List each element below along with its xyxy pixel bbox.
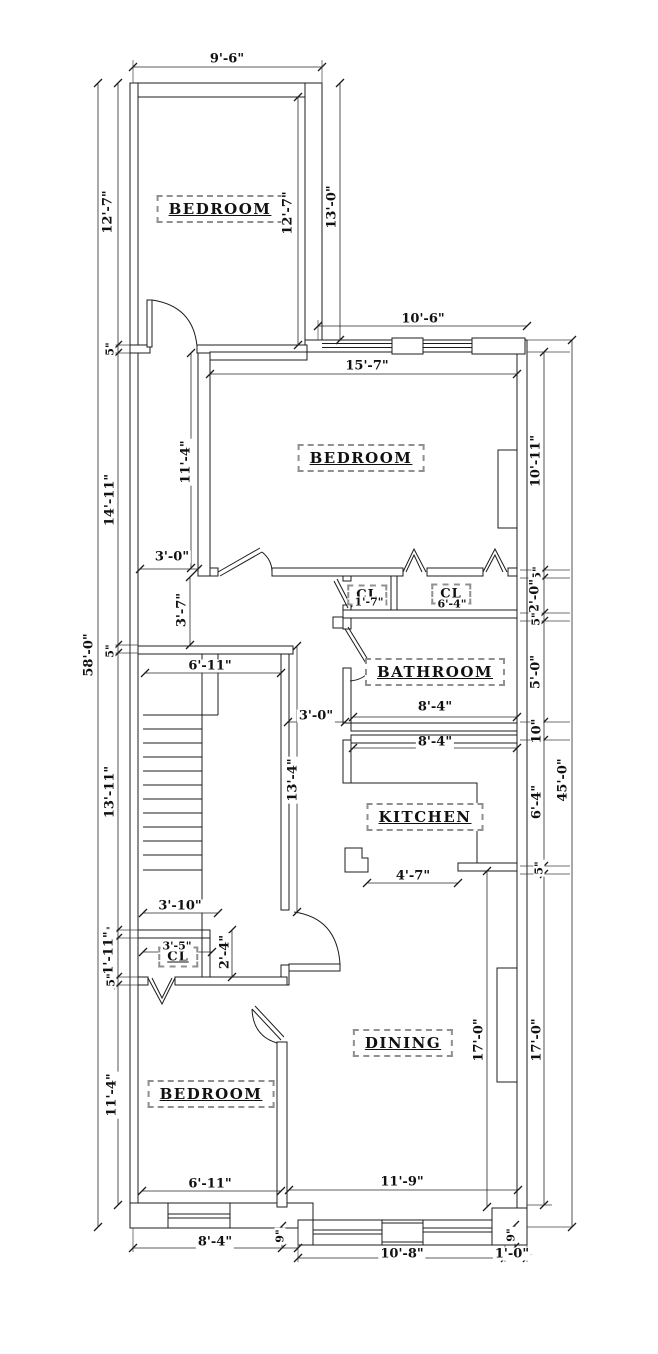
dimension-label: 3'-0" — [152, 549, 192, 565]
dimension-label: 4'-7" — [393, 868, 433, 884]
room-label-bedroom-middle: BEDROOM — [297, 444, 425, 472]
dimension-label: 6'-4" — [529, 782, 545, 822]
dimension-label: 13'-0" — [324, 183, 340, 231]
door-leaf — [146, 299, 153, 348]
dimension-label: 17'-0" — [529, 1016, 545, 1064]
dimension-label: 11'-4" — [178, 438, 194, 486]
dimension-label: 3'-5" — [160, 939, 194, 953]
dimension-label: 5" — [529, 610, 543, 628]
dimension-label: 58'-0" — [81, 631, 97, 679]
sink-fixture — [344, 847, 369, 873]
dimension-label: 1'-0" — [492, 1246, 532, 1262]
dimension-label: 8'-4" — [195, 1234, 235, 1250]
dimension-label: 10'-11" — [528, 432, 544, 490]
window-frame — [381, 1222, 424, 1243]
window — [471, 337, 526, 355]
doors — [146, 299, 508, 1044]
dimension-label: 2'-4" — [217, 932, 233, 972]
dimension-label: 9'-6" — [207, 51, 247, 67]
dimension-label: 5" — [103, 642, 117, 660]
wall-niche — [496, 967, 518, 1083]
dimension-label: 14'-11" — [102, 471, 118, 529]
dimension-label: 8'-4" — [415, 734, 455, 750]
dimension-label: 3'-7" — [174, 590, 190, 630]
dimension-label: 11'-4" — [104, 1071, 120, 1119]
dimension-label: 5" — [104, 971, 118, 989]
dimension-label: 13'-4" — [285, 756, 301, 804]
dimension-label: 13'-11" — [102, 763, 118, 821]
dimension-label: 10" — [529, 716, 545, 746]
interior-walls — [129, 344, 518, 1208]
room-label-dining: DINING — [352, 1029, 454, 1057]
door-swing-arc — [151, 299, 198, 347]
wall-niche — [497, 449, 518, 529]
door-swing-arc — [251, 1008, 278, 1044]
dimension-label: 3'-10" — [156, 898, 204, 914]
window — [391, 337, 424, 355]
dimension-label: 5" — [103, 340, 117, 358]
dimension-label: 1'-11" — [101, 929, 117, 977]
dimension-label: 6'-11" — [186, 658, 234, 674]
room-label-kitchen: KITCHEN — [366, 803, 484, 831]
dimension-label: 11'-9" — [378, 1174, 426, 1190]
door-swing-arc — [261, 551, 273, 573]
dimension-label: 9" — [504, 1226, 518, 1244]
dimension-label: 6'-11" — [186, 1176, 234, 1192]
bifold-door — [402, 547, 427, 573]
windows — [167, 337, 528, 1246]
dimension-label: 5'-0" — [528, 652, 544, 692]
room-label-bedroom-bottom: BEDROOM — [147, 1080, 275, 1108]
dimension-label: 1'-7" — [352, 595, 386, 609]
room-label-closet-3: CL — [158, 946, 198, 968]
door-leaf — [251, 1005, 285, 1041]
dimension-label: 10'-8" — [378, 1246, 426, 1262]
dimension-label: 17'-0" — [471, 1016, 487, 1064]
bifold-door — [482, 547, 508, 573]
door-leaf — [217, 547, 263, 577]
kitchen-counter — [344, 782, 478, 873]
dimension-label: 8'-4" — [415, 699, 455, 715]
dimension-label: 5" — [532, 859, 546, 877]
bifold-door — [147, 977, 176, 1006]
dimension-label: 9" — [273, 1227, 287, 1245]
staircase — [143, 654, 219, 938]
door-leaf — [288, 963, 341, 972]
room-label-bedroom-top: BEDROOM — [156, 195, 284, 223]
dimension-label: 45'-0" — [555, 756, 571, 804]
dimension-label: 12'-7" — [280, 189, 296, 237]
door-swing-arc — [293, 911, 341, 965]
dimension-label: 3'-0" — [296, 708, 336, 724]
dimension-label: 15'-7" — [343, 358, 391, 374]
dimension-label: 6'-4" — [435, 597, 469, 611]
room-label-bathroom: BATHROOM — [364, 658, 506, 686]
dimension-label: 12'-7" — [100, 188, 116, 236]
dimension-label: 10'-6" — [399, 311, 447, 327]
